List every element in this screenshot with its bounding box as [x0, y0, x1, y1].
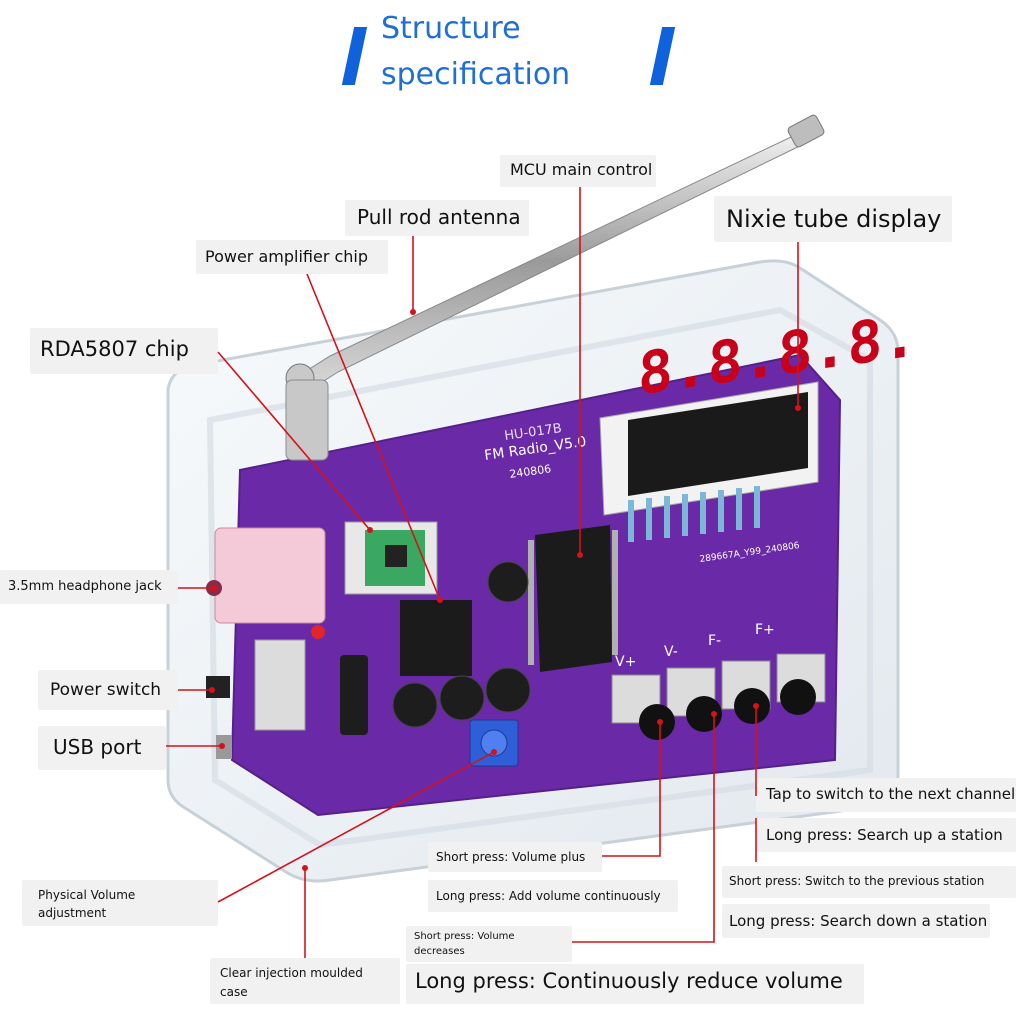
headphone-jack — [206, 527, 326, 624]
usb-port-part — [216, 639, 306, 759]
mcu-label-box — [500, 155, 656, 187]
control-buttons: V+ V- F- F+ — [611, 622, 826, 740]
vol-plus-label-box — [428, 842, 602, 872]
vol-add-label: Long press: Add volume continuously — [436, 889, 661, 903]
vol-decrease-label: Short press: Volume decreases — [414, 931, 515, 957]
physical-volume-label-box — [22, 880, 218, 926]
prev-station-label: Short press: Switch to the previous stat… — [729, 874, 985, 888]
red-led — [311, 625, 325, 639]
nixie-display: 8.8.8.8. — [599, 301, 917, 516]
reduce-volume-label-box — [406, 964, 864, 1004]
nixie-label-box — [714, 196, 952, 242]
pull-rod-antenna — [285, 114, 825, 461]
search-up-label-box — [756, 818, 1016, 852]
physical-volume-label: Physical Volume adjustment — [38, 888, 136, 920]
button-label-vminus: V- — [664, 644, 678, 660]
amplifier-chip — [400, 600, 472, 676]
resistor-array — [628, 486, 760, 542]
leader-potentiometer — [217, 751, 495, 903]
vol-plus-label: Short press: Volume plus — [436, 850, 586, 864]
power-switch-label-box — [38, 670, 178, 710]
nixie-label: Nixie tube display — [726, 205, 942, 233]
case-label-box — [210, 958, 400, 1004]
search-up-label: Long press: Search up a station — [766, 826, 1003, 844]
amp-chip-label-box — [196, 240, 388, 274]
usb-label-box — [38, 726, 166, 770]
leader-vol-plus — [602, 722, 661, 857]
capacitors — [340, 561, 531, 735]
title-line-2: specification — [381, 57, 571, 92]
rda-chip-label-box — [30, 328, 218, 374]
headphone-label-box — [0, 570, 178, 604]
leader-vol-minus — [572, 714, 715, 943]
title-line-1: Structure — [381, 11, 521, 46]
button-label-vplus: V+ — [615, 654, 636, 670]
search-down-label-box — [722, 904, 990, 938]
amp-chip-label: Power amplifier chip — [205, 247, 369, 266]
next-channel-label: Tap to switch to the next channel — [766, 785, 1016, 803]
rda-chip-label: RDA5807 chip — [40, 337, 189, 361]
button-label-fminus: F- — [708, 633, 721, 649]
prev-station-label-box — [722, 866, 1016, 898]
volume-potentiometer — [469, 719, 519, 767]
next-channel-label-box — [756, 778, 1016, 812]
leader-rda — [217, 351, 371, 531]
usb-label: USB port — [53, 735, 142, 759]
reduce-volume-label: Long press: Continuously reduce volume — [415, 969, 843, 993]
case-label: Clear injection moulded case — [220, 966, 363, 999]
antenna-label-box — [345, 200, 529, 236]
search-down-label: Long press: Search down a station — [729, 912, 988, 930]
mcu-label: MCU main control — [510, 160, 653, 179]
leader-amp-chip — [306, 273, 441, 601]
antenna-label: Pull rod antenna — [357, 205, 521, 229]
vol-add-label-box — [428, 880, 678, 912]
mcu-chip — [528, 525, 618, 672]
headphone-label: 3.5mm headphone jack — [8, 579, 162, 594]
pcb-date-text: 240806 — [509, 462, 552, 481]
power-switch-label: Power switch — [50, 680, 162, 700]
button-label-fplus: F+ — [755, 622, 775, 638]
vol-decrease-label-box — [406, 926, 572, 962]
